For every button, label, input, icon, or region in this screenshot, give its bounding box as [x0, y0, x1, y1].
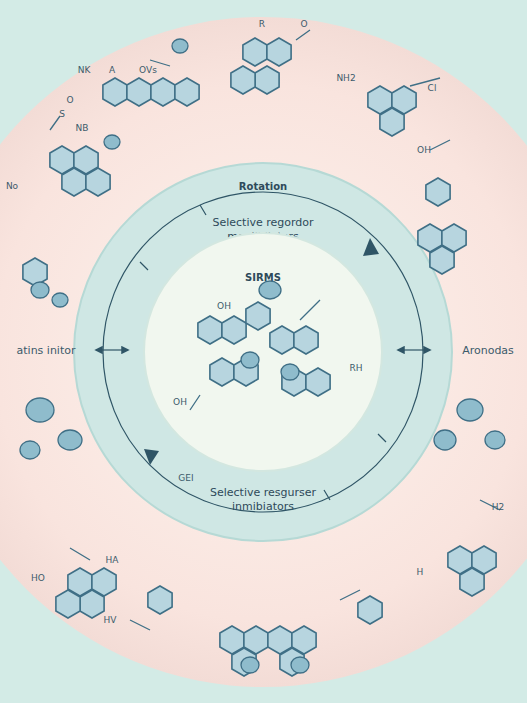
circle-outline	[143, 232, 383, 472]
atom-label: OH	[173, 397, 187, 407]
node-text: Selective resgurser inmibiators	[188, 486, 338, 514]
ring-circle: RotationSelective regordor meulibilators…	[73, 162, 453, 542]
atom-label: A	[109, 65, 115, 75]
atom-label: NH2	[336, 73, 355, 83]
atom-label: R	[259, 19, 265, 29]
atom-label: NB	[76, 123, 89, 133]
atom-label: No	[6, 181, 18, 191]
atom-label: HO	[31, 573, 45, 583]
atom-label: GEI	[178, 473, 193, 483]
side-label: Aronodas	[462, 344, 514, 357]
atom-label: Cl	[428, 83, 437, 93]
atom-label: H	[417, 567, 424, 577]
atom-label: NK	[78, 65, 91, 75]
atom-label: HV	[104, 615, 117, 625]
atom-label: O	[66, 95, 73, 105]
center-circle: SIRMS	[143, 232, 383, 472]
node-heading: SIRMS	[213, 272, 313, 285]
atom-label: S	[59, 109, 65, 119]
node-heading: Rotation	[203, 181, 323, 194]
atom-label: OH	[417, 145, 431, 155]
atom-label: HA	[106, 555, 119, 565]
atom-label: OH	[217, 301, 231, 311]
atom-label: O	[300, 19, 307, 29]
atom-label: H2	[492, 502, 505, 512]
atom-label: OVs	[139, 65, 157, 75]
side-label: atins initor	[17, 344, 76, 357]
atom-label: RH	[349, 363, 362, 373]
